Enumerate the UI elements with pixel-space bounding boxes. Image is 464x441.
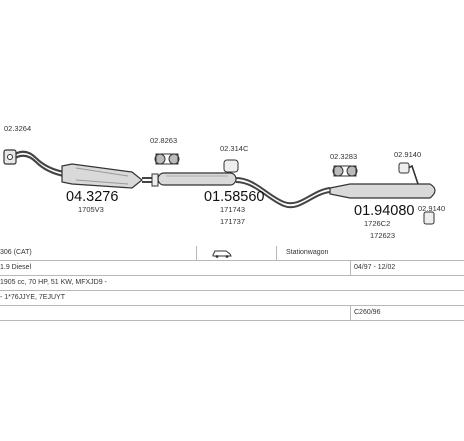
part-code-01-58560: 01.58560 bbox=[204, 189, 264, 205]
front-pipe bbox=[11, 150, 65, 178]
part-code-02-8263: 02.8263 bbox=[150, 136, 177, 145]
intermediate-pipe bbox=[235, 177, 331, 209]
part-code-1705v3: 1705V3 bbox=[78, 205, 104, 214]
engine-codes-cell: - 1*76JJYE, 7EJUYT bbox=[0, 294, 65, 301]
mounting-rubber-3 bbox=[332, 165, 358, 177]
exhaust-system-diagram: 02.3264 04.3276 1705V3 02.8263 02.314C 0… bbox=[3, 124, 445, 240]
middle-silencer bbox=[157, 172, 237, 186]
part-code-02-3283: 02.3283 bbox=[330, 152, 357, 161]
front-flange bbox=[3, 149, 17, 165]
part-code-171737: 171737 bbox=[220, 217, 245, 226]
pipe-clamp bbox=[151, 173, 159, 187]
part-code-1726c2: 1726C2 bbox=[364, 219, 390, 228]
table-row: 1.9 Diesel 04/97 - 12/02 bbox=[0, 261, 464, 276]
engine-cell: 1.9 Diesel bbox=[0, 264, 32, 271]
reference-cell: C260/96 bbox=[354, 309, 381, 316]
body-style-icon bbox=[212, 248, 232, 264]
part-code-02-9140-bottom: 02.9140 bbox=[418, 204, 445, 213]
table-row: 306 (CAT) Stationwagon bbox=[0, 246, 464, 261]
rear-silencer bbox=[329, 164, 436, 199]
table-row: - 1*76JJYE, 7EJUYT bbox=[0, 291, 464, 306]
mounting-rubber-5 bbox=[423, 211, 435, 225]
catalytic-converter bbox=[61, 163, 143, 189]
part-code-02-9140-top: 02.9140 bbox=[394, 150, 421, 159]
part-code-04-3276: 04.3276 bbox=[66, 189, 118, 205]
table-row: 1905 cc, 70 HP, 51 KW, MFXJD9 - bbox=[0, 276, 464, 291]
model-cell: 306 (CAT) bbox=[0, 249, 32, 256]
part-code-171743: 171743 bbox=[220, 205, 245, 214]
production-dates-cell: 04/97 - 12/02 bbox=[354, 264, 396, 271]
part-code-172623: 172623 bbox=[370, 231, 395, 240]
body-type-cell: Stationwagon bbox=[286, 249, 329, 256]
engine-spec-cell: 1905 cc, 70 HP, 51 KW, MFXJD9 - bbox=[0, 279, 107, 286]
part-code-02-314c: 02.314C bbox=[220, 144, 249, 153]
table-row: C260/96 bbox=[0, 306, 464, 321]
mounting-rubber-4 bbox=[398, 162, 410, 174]
part-code-01-94080: 01.94080 bbox=[354, 203, 414, 219]
mounting-rubber-1 bbox=[154, 153, 180, 165]
mounting-rubber-2 bbox=[223, 159, 239, 173]
part-code-02-3264: 02.3264 bbox=[4, 124, 31, 133]
